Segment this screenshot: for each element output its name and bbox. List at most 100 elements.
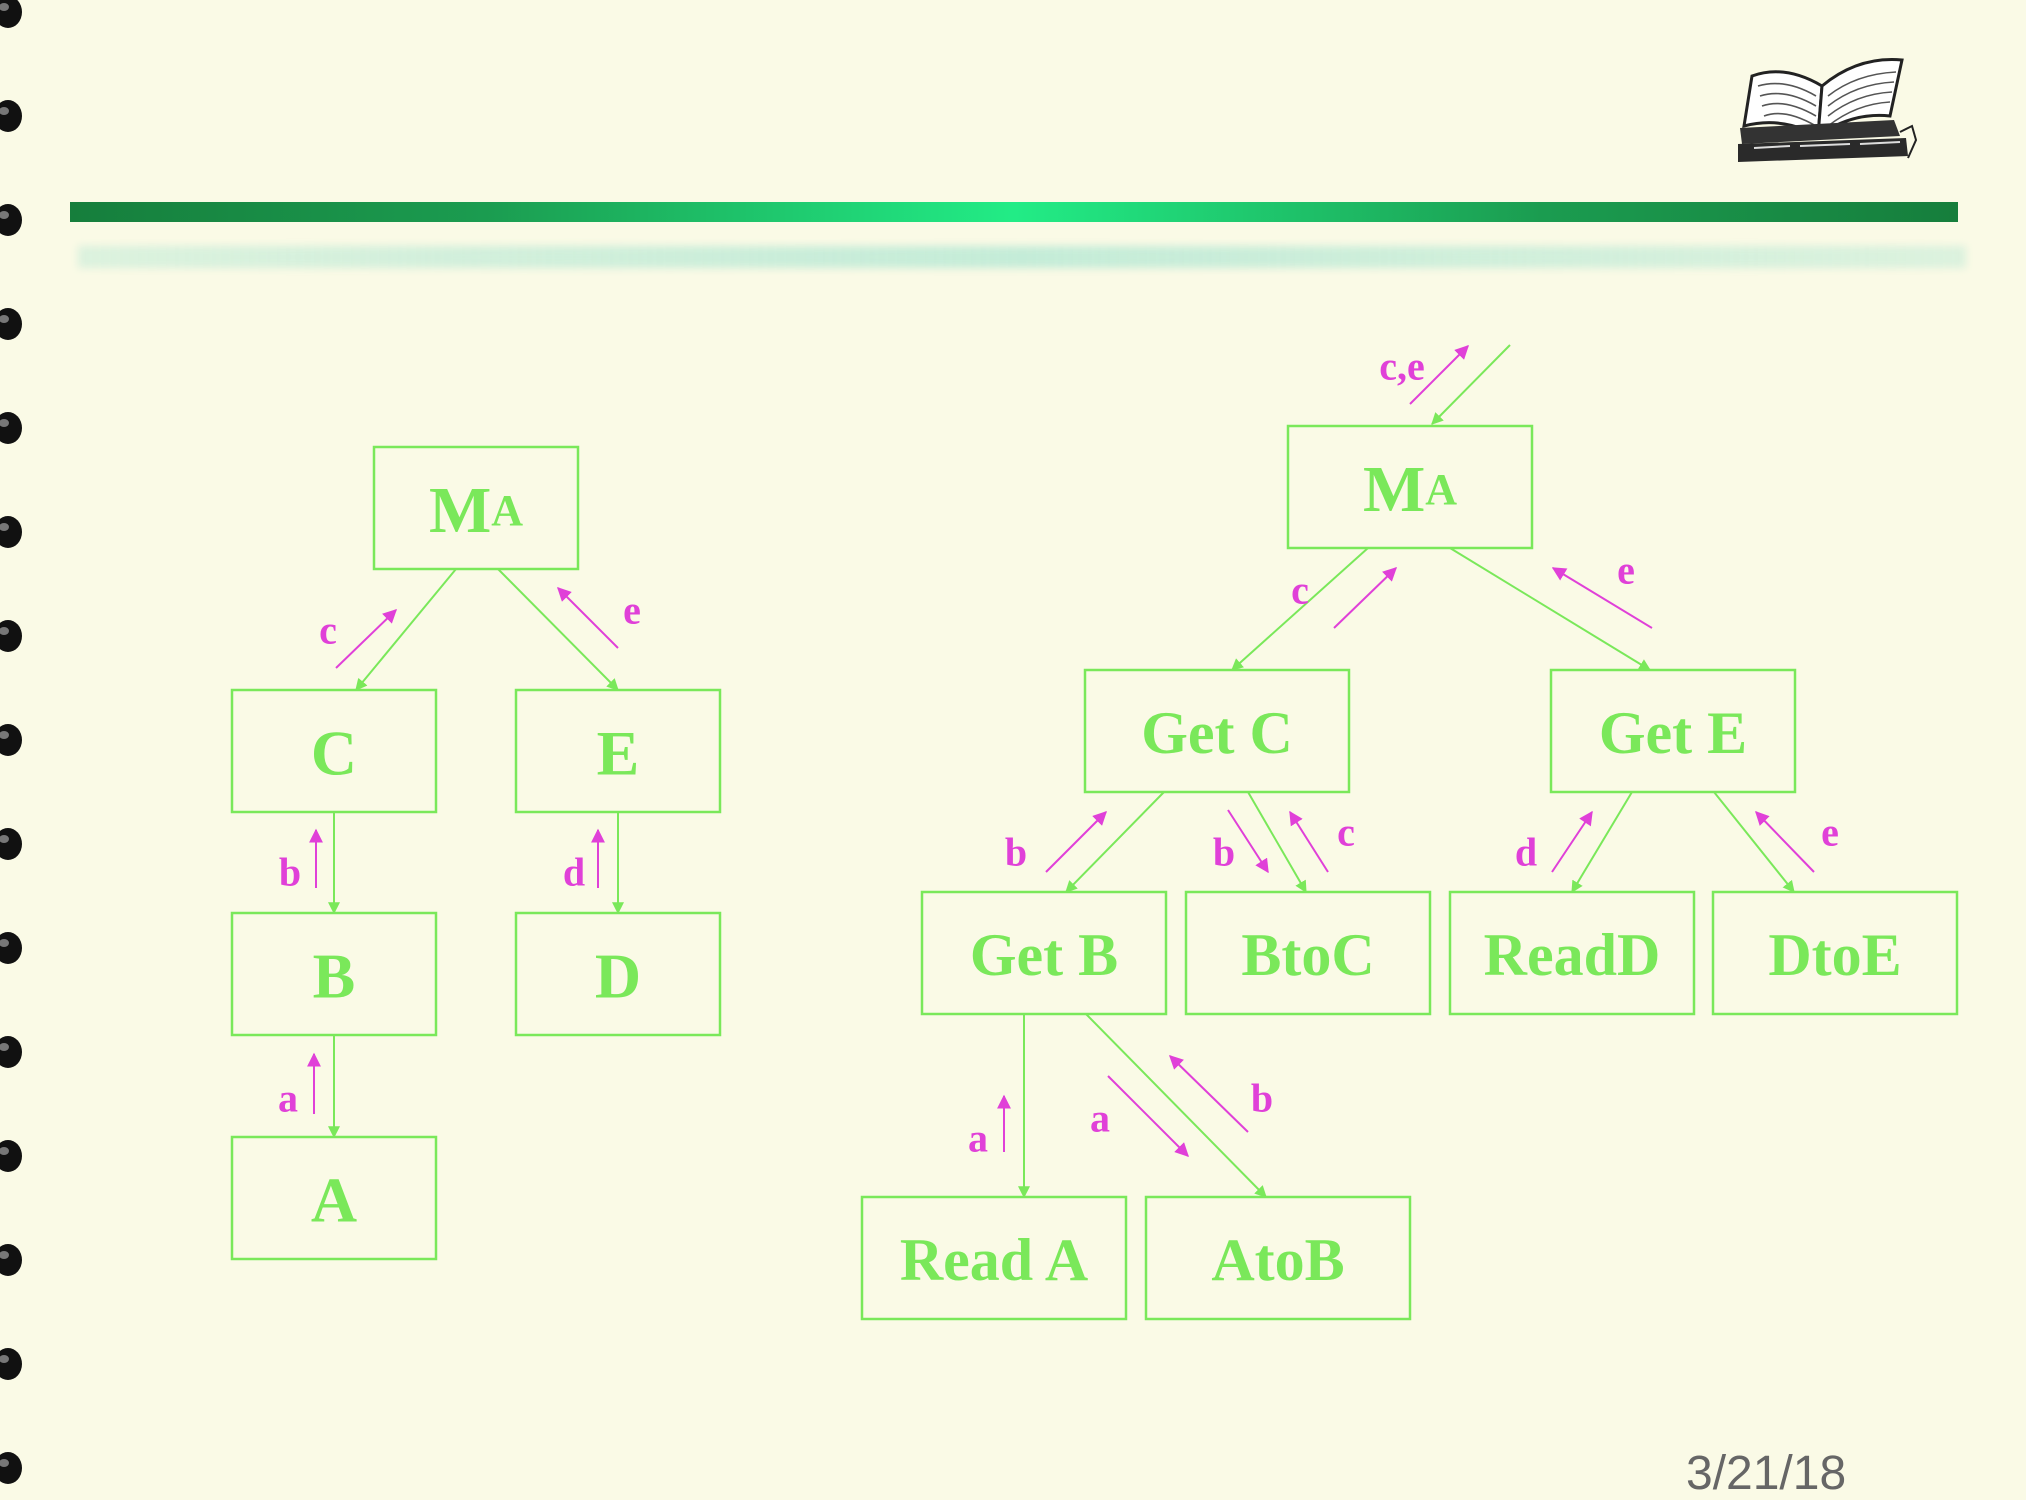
edge-ma-e	[497, 568, 619, 691]
node-label: C	[311, 718, 357, 789]
node-d: D	[514, 911, 722, 1037]
node-a: A	[230, 1135, 438, 1261]
edge-getc-getb	[1065, 791, 1165, 893]
edge-getb-atob	[1085, 1013, 1267, 1198]
flow-label-left-0: c	[319, 608, 337, 653]
binding-ring-shine	[0, 211, 9, 219]
edge-ma2-gete	[1449, 547, 1652, 671]
node-readd: ReadD	[1448, 890, 1696, 1016]
node-btoc: BtoC	[1184, 890, 1432, 1016]
title-divider-shadow	[78, 246, 1966, 268]
node-box	[514, 688, 722, 814]
flow-arrow-right-9	[1107, 1075, 1189, 1157]
binding-ring-shine	[0, 1251, 9, 1259]
binding-ring-shine	[0, 731, 9, 739]
binding-ring-shine	[0, 1355, 9, 1363]
flow-label-left-4: a	[278, 1076, 298, 1121]
node-label-main: M	[429, 474, 491, 547]
tree-edges	[328, 344, 1795, 1199]
node-box	[920, 890, 1168, 1016]
node-label: DtoE	[1768, 922, 1901, 988]
edge-ma2-getc	[1231, 547, 1369, 671]
flow-label-left-2: b	[279, 850, 301, 895]
flow-label-right-7: e	[1821, 810, 1839, 855]
binding-ring-shine	[0, 835, 9, 843]
binding-ring-shine	[0, 1147, 9, 1155]
node-label: AtoB	[1211, 1227, 1344, 1293]
node-label: D	[595, 941, 641, 1012]
binding-ring-shine	[0, 315, 9, 323]
binding-ring-shine	[0, 107, 9, 115]
node-dtoe: DtoE	[1711, 890, 1959, 1016]
node-box	[1711, 890, 1959, 1016]
flow-label-right-8: a	[968, 1116, 988, 1161]
node-box	[1448, 890, 1696, 1016]
flow-label-right-3: b	[1005, 830, 1027, 875]
flow-arrow-right-5	[1289, 810, 1329, 873]
binding-ring-shine	[0, 419, 9, 427]
flow-label-right-10: b	[1251, 1076, 1273, 1121]
node-reada: Read A	[860, 1195, 1128, 1321]
node-getb: Get B	[920, 890, 1168, 1016]
flow-arrow-right-7	[1755, 810, 1815, 873]
flow-arrow-right-10	[1168, 1055, 1249, 1133]
node-label: A	[311, 1165, 357, 1236]
node-c: C	[230, 688, 438, 814]
node-label: E	[597, 718, 640, 789]
node-label: ReadD	[1484, 922, 1661, 988]
flow-arrow-right-1	[1333, 567, 1398, 629]
flow-arrow-right-0	[1409, 345, 1469, 405]
node-e: E	[514, 688, 722, 814]
flow-label-right-5: c	[1337, 810, 1355, 855]
flow-label-left-3: d	[563, 850, 585, 895]
flow-arrow-right-3	[1045, 811, 1107, 873]
edge-ma-c	[355, 568, 457, 691]
flow-label-right-1: c	[1291, 568, 1309, 613]
node-label: Get B	[970, 922, 1118, 988]
flow-label-right-2: e	[1617, 548, 1635, 593]
node-box	[1286, 424, 1534, 550]
edge-gete-dtoe	[1713, 791, 1795, 893]
node-box	[372, 445, 580, 571]
node-box	[860, 1195, 1128, 1321]
node-gete: Get E	[1549, 668, 1797, 794]
node-label-main: M	[1363, 453, 1425, 526]
node-label: MA	[1363, 453, 1457, 526]
node-getc: Get C	[1083, 668, 1351, 794]
open-book-icon	[1738, 58, 1918, 162]
node-label: B	[313, 941, 356, 1012]
slide-date: 3/21/18	[1686, 1447, 1847, 1500]
flow-label-right-9: a	[1090, 1096, 1110, 1141]
node-ma2: MA	[1286, 424, 1534, 550]
binding-ring-shine	[0, 1459, 9, 1467]
node-box	[230, 688, 438, 814]
node-box	[1184, 890, 1432, 1016]
node-label: BtoC	[1241, 922, 1374, 988]
edge-input-to-root	[1431, 344, 1511, 425]
node-atob: AtoB	[1144, 1195, 1412, 1321]
binding-ring-shine	[0, 523, 9, 531]
flow-arrow-right-2	[1551, 567, 1653, 629]
node-box	[230, 1135, 438, 1261]
flow-arrow-left-0	[335, 609, 398, 669]
node-box	[514, 911, 722, 1037]
node-label: Get E	[1599, 700, 1747, 766]
binding-ring-shine	[0, 3, 9, 11]
node-label-sub: A	[1425, 465, 1457, 514]
flow-label-right-0: c,e	[1379, 344, 1425, 389]
edge-gete-readd	[1571, 791, 1633, 894]
node-ma: MA	[372, 445, 580, 571]
flow-arrow-right-6	[1551, 810, 1593, 873]
node-box	[1083, 668, 1351, 794]
binding-ring-shine	[0, 939, 9, 947]
node-label-sub: A	[491, 486, 523, 535]
node-box	[1144, 1195, 1412, 1321]
binding-ring-shine	[0, 1043, 9, 1051]
flow-label-right-4: b	[1213, 830, 1235, 875]
node-b: B	[230, 911, 438, 1037]
flow-label-left-1: e	[623, 588, 641, 633]
node-label: Get C	[1141, 700, 1293, 766]
